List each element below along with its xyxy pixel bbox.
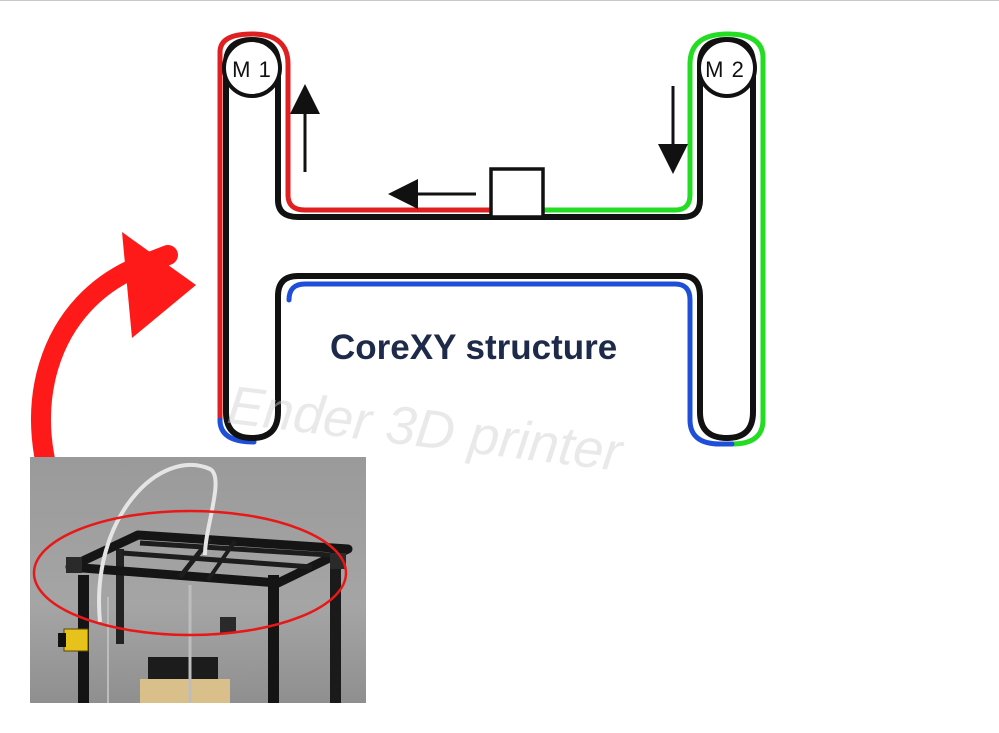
top-divider [0, 0, 999, 1]
printer-illustration [32, 462, 353, 703]
frame-belt [223, 37, 756, 441]
motor-m1-pulley [222, 38, 282, 98]
frame-post-right-front [268, 575, 279, 703]
printer-photo [30, 457, 366, 703]
highlight-ellipse [32, 509, 348, 637]
extruder [63, 628, 89, 652]
motor-m1-label: M 1 [232, 57, 272, 82]
motor-m2-label: M 2 [705, 57, 745, 82]
red-belt [217, 31, 496, 425]
motor-m2-pulley [697, 38, 757, 98]
stepper-motor-left [66, 557, 82, 573]
frame-post-left-rear [116, 549, 124, 644]
print-bed [140, 679, 230, 703]
frame-post-right-rear [330, 549, 341, 703]
green-belt [540, 31, 766, 447]
carriage-block [489, 167, 545, 219]
diagram-title: CoreXY structure [330, 328, 618, 367]
filament-tube [97, 462, 218, 623]
blue-belt [217, 281, 735, 447]
